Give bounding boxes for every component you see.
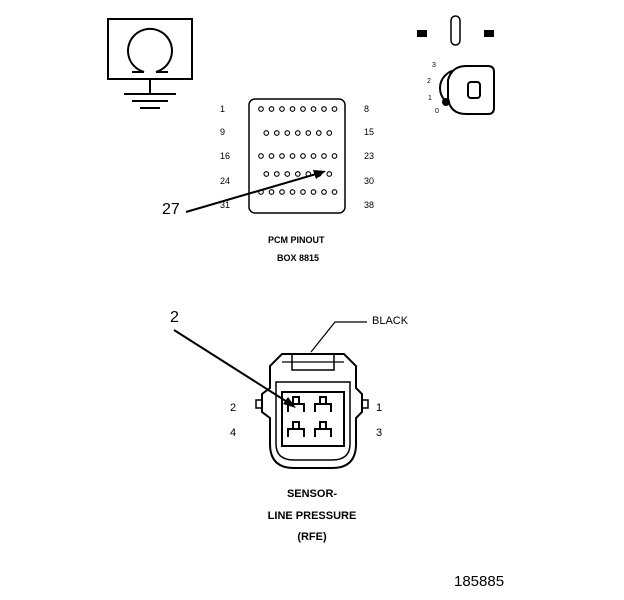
ignition-position-2: 2 (427, 78, 431, 85)
figure-id: 185885 (454, 573, 505, 590)
connector-pin-4-label: 4 (230, 427, 237, 439)
pcm-pin (315, 130, 322, 136)
black-label-leader (310, 321, 367, 353)
pcm-row3-start-label: 16 (220, 151, 231, 161)
ignition-position-1: 1 (428, 95, 432, 102)
pcm-pin (263, 130, 270, 136)
pcm-pin (331, 106, 338, 112)
pcm-row1-start-label: 1 (220, 104, 226, 114)
pcm-callout-label: 27 (162, 201, 180, 218)
pcm-pin (331, 189, 338, 195)
pcm-pin (294, 130, 301, 136)
pcm-pin (321, 153, 327, 159)
pcm-pin (294, 171, 301, 177)
pcm-title-line1: PCM PINOUT (268, 235, 325, 245)
callout-27-leader (185, 170, 326, 213)
pcm-pin (326, 130, 333, 136)
pcm-pin (300, 189, 306, 195)
pcm-pin (321, 106, 327, 112)
pcm-row5-end-label: 38 (364, 200, 375, 210)
pcm-pin (284, 130, 291, 136)
pcm-pin (300, 153, 306, 159)
pcm-row3-end-label: 23 (364, 151, 375, 161)
pcm-row2-end-label: 15 (364, 127, 375, 137)
ohmmeter-ground-icon (107, 18, 193, 109)
pcm-pin (284, 171, 291, 177)
pcm-pin (326, 171, 333, 177)
callout-2-leader (173, 329, 296, 408)
pcm-pin (310, 153, 317, 159)
pcm-pin (305, 130, 312, 136)
pcm-pin (279, 189, 285, 195)
pcm-pin (273, 130, 280, 136)
pcm-pin (279, 106, 285, 112)
pcm-pin (279, 153, 285, 159)
pcm-row2-start-label: 9 (220, 127, 226, 137)
pcm-row1-end-label: 8 (364, 104, 370, 114)
connector-pin-3-label: 3 (376, 427, 383, 439)
connector-pin-2-label: 2 (230, 402, 237, 414)
connector-name-line1: SENSOR- (286, 488, 338, 500)
pcm-pin (268, 153, 275, 159)
connector-callout-label: 2 (170, 309, 179, 326)
ignition-position-3: 3 (432, 62, 436, 69)
pcm-pin (289, 106, 296, 112)
pcm-connector (248, 98, 346, 214)
connector-color-label: BLACK (372, 315, 409, 327)
pcm-row5-start-label: 31 (220, 200, 231, 210)
pcm-pin (289, 153, 296, 159)
sensor-connector (255, 353, 369, 469)
pcm-pin (268, 106, 275, 112)
pcm-pin (258, 153, 264, 159)
connector-name-line2: LINE PRESSURE (267, 510, 357, 522)
pcm-pin (310, 106, 317, 112)
ignition-key-icon (417, 15, 495, 115)
pcm-row4-start-label: 24 (220, 176, 231, 186)
connector-pin-1-label: 1 (376, 402, 383, 414)
pcm-pin (268, 189, 275, 195)
ignition-position-0: 0 (435, 108, 439, 115)
pcm-pin (263, 171, 270, 177)
pcm-pin (289, 189, 296, 195)
pcm-pin (310, 189, 317, 195)
pcm-pin (273, 171, 280, 177)
connector-name-line3: (RFE) (297, 531, 327, 543)
pcm-pin (300, 106, 306, 112)
pcm-title-line2: BOX 8815 (277, 253, 320, 263)
pcm-pin (331, 153, 338, 159)
pcm-pin (258, 106, 264, 112)
pcm-row4-end-label: 30 (364, 176, 375, 186)
pcm-pin (321, 189, 327, 195)
